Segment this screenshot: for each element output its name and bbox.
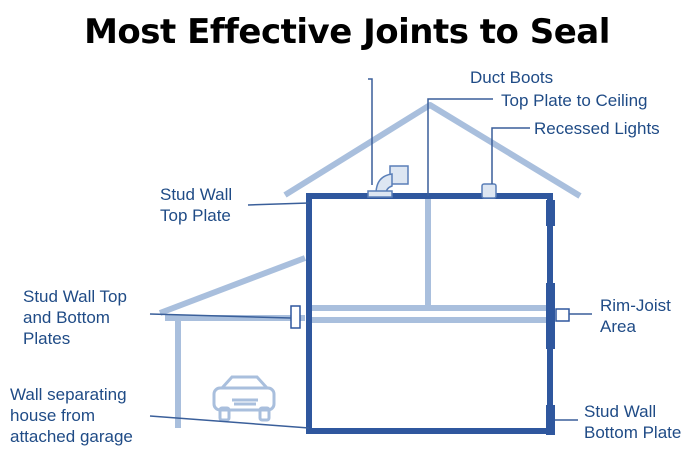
- house-roof: [283, 102, 582, 199]
- label-duct-boots: Duct Boots: [470, 68, 554, 87]
- junction-boxes: [290, 305, 570, 329]
- car-icon: [212, 375, 276, 422]
- recessed-light-icon: [481, 183, 497, 199]
- interior-framing: [309, 196, 548, 323]
- diagram-title: Most Effective Joints to Seal: [84, 12, 610, 52]
- label-rim-joist-area: Rim-Joist Area: [600, 296, 671, 336]
- label-wall-separating-garage: Wall separating house from attached gara…: [10, 385, 133, 446]
- label-recessed-lights: Recessed Lights: [534, 119, 660, 138]
- duct-boot-icon: [367, 165, 409, 198]
- garage-structure: [158, 255, 307, 428]
- label-stud-wall-bottom-plate: Stud Wall Bottom Plate: [584, 402, 682, 442]
- label-stud-wall-top-bottom-plates: Stud Wall Top and Bottom Plates: [23, 287, 127, 348]
- label-stud-wall-top-plate: Stud Wall Top Plate: [160, 185, 233, 225]
- label-top-plate-ceiling: Top Plate to Ceiling: [501, 91, 648, 110]
- leader-lines: [149, 78, 592, 429]
- plate-details: [546, 200, 555, 435]
